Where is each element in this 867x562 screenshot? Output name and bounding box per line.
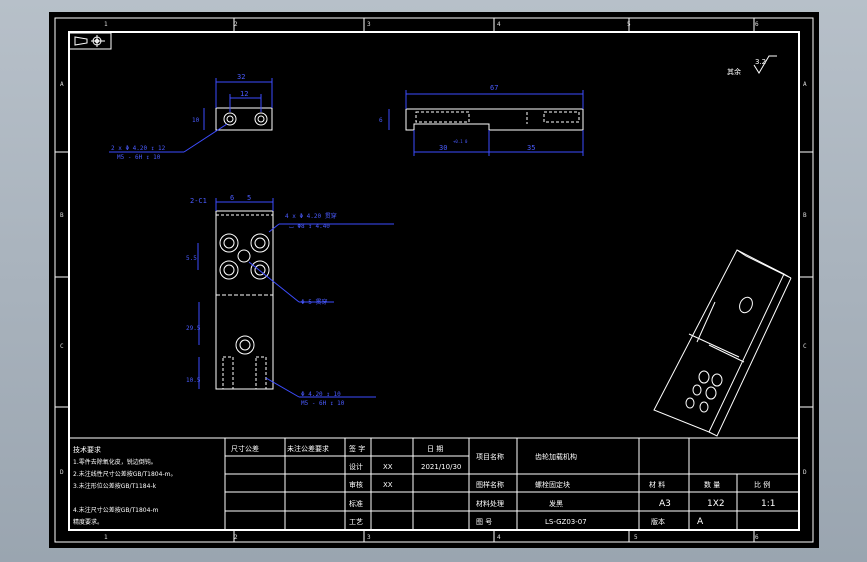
zone-col-4: 4 — [497, 21, 501, 28]
dim-top-width: 32 — [237, 73, 245, 81]
front-bottom-note-2: M5 - 6H ↧ 10 — [301, 400, 345, 407]
isometric-view — [653, 249, 792, 437]
dim-side-30: 30 — [439, 144, 447, 152]
tb-size-label: 尺寸公差 — [231, 444, 259, 453]
tb-part-value[interactable]: 螺栓固定块 — [535, 480, 570, 489]
inner-frame — [68, 31, 800, 531]
zone-ticks — [55, 18, 813, 542]
tb-mat-col-label: 材 料 — [649, 480, 665, 489]
zone-row-a: A — [60, 81, 64, 88]
tb-scale-value[interactable]: 1:1 — [761, 499, 775, 509]
notes-line-6: 精度要求。 — [73, 518, 103, 526]
tb-ver-value[interactable]: A — [697, 517, 704, 527]
front-view — [197, 198, 394, 398]
dim-front-chamfer: 2-C1 — [190, 197, 207, 205]
dim-side-length: 67 — [490, 84, 498, 92]
zone-col-5-bottom: 5 — [634, 534, 638, 541]
tb-qty-label: 数 量 — [704, 480, 720, 489]
tb-scale-label: 比 例 — [754, 480, 770, 489]
zone-col-2-bottom: 2 — [234, 534, 238, 541]
tb-no-value[interactable]: LS-GZ03-07 — [545, 518, 587, 526]
side-view — [388, 90, 584, 156]
projection-symbol-icon — [68, 32, 112, 50]
dim-side-35: 35 — [527, 144, 535, 152]
zone-col-6-bottom: 6 — [755, 534, 759, 541]
front-hole-note: Φ 5 贯穿 — [301, 298, 327, 306]
tb-process-label: 标准 — [349, 499, 363, 508]
notes-line-5: 4.未注尺寸公差按GB/T1804-m — [73, 506, 159, 514]
dim-front-10-5: 10.5 — [186, 377, 201, 384]
zone-row-b-right: B — [803, 212, 807, 219]
tb-ver-label: 版本 — [651, 517, 665, 526]
tb-no-label: 图 号 — [476, 518, 492, 526]
top-view — [109, 78, 273, 153]
tb-class-label: 未注公差要求 — [287, 444, 329, 453]
tb-check-label: 审核 — [349, 480, 363, 489]
tb-check-by[interactable]: XX — [383, 481, 393, 489]
zone-row-a-right: A — [803, 81, 807, 88]
zone-col-2: 2 — [234, 21, 238, 28]
notes-line-3: 3.未注形位公差按GB/T1184-k — [73, 482, 157, 490]
zone-col-3-bottom: 3 — [367, 534, 371, 541]
tb-design-by[interactable]: XX — [383, 463, 393, 471]
dim-front-29-5: 29.5 — [186, 325, 201, 332]
zone-col-4-bottom: 4 — [497, 534, 501, 541]
tb-qty-value[interactable]: 1X2 — [707, 499, 725, 509]
zone-row-c: C — [60, 343, 64, 350]
tb-sign-label: 签 字 — [349, 444, 365, 453]
tb-proj-label: 项目名称 — [476, 452, 504, 461]
zone-col-6: 6 — [755, 21, 759, 28]
tb-proj-value[interactable]: 齿轮加载机构 — [535, 452, 577, 461]
front-bottom-note-1: Φ 4.20 ↧ 10 — [301, 391, 341, 398]
drawing-sheet[interactable]: 1 2 3 4 5 6 1 2 3 4 5 6 A B C D A B C D … — [49, 12, 819, 548]
top-hole-note-1: 2 x Φ 4.20 ↧ 12 — [111, 145, 166, 152]
dim-top-pitch: 12 — [240, 90, 248, 98]
dim-front-5-5: 5.5 — [186, 255, 197, 262]
dim-front-5: 5 — [247, 194, 251, 202]
zone-col-1-bottom: 1 — [104, 534, 108, 541]
roughness-value: 3.2 — [755, 58, 766, 66]
top-hole-note-2: M5 - 6H ↧ 10 — [117, 154, 161, 161]
tb-mat-label: 材料处理 — [476, 499, 504, 508]
zone-row-c-right: C — [803, 343, 807, 350]
tb-design-label: 设计 — [349, 462, 363, 471]
tb-part-label: 图样名称 — [476, 480, 504, 489]
zone-col-5: 5 — [627, 21, 631, 28]
zone-col-3: 3 — [367, 21, 371, 28]
title-block-lines — [69, 437, 799, 530]
roughness-label: 其余 — [727, 67, 741, 76]
zone-row-b: B — [60, 212, 64, 219]
tb-mat-value[interactable]: 发黑 — [549, 499, 563, 508]
drawing-canvas: 1 2 3 4 5 6 1 2 3 4 5 6 A B C D A B C D … — [54, 17, 814, 543]
tb-design-date[interactable]: 2021/10/30 — [421, 463, 461, 471]
roughness-symbol-icon — [753, 55, 777, 74]
notes-line-1: 1.零件去除氧化皮，锐边倒钝。 — [73, 458, 157, 466]
tb-approve-label: 工艺 — [349, 518, 363, 526]
tb-sheet-size[interactable]: A3 — [659, 499, 671, 509]
zone-col-1: 1 — [104, 21, 108, 28]
front-note-1: 4 x Φ 4.20 贯穿 — [285, 212, 337, 220]
front-note-2: ⌴ Φ8 ↧ 4.40 — [289, 223, 330, 230]
dim-side-tolerance: +0.1 0 — [453, 139, 468, 144]
notes-title: 技术要求 — [73, 445, 101, 454]
outer-frame — [54, 17, 814, 543]
notes-line-2: 2.未注线性尺寸公差按GB/T1804-m。 — [73, 470, 176, 478]
dim-side-height: 6 — [379, 117, 383, 124]
zone-row-d: D — [60, 469, 64, 476]
dim-top-height: 10 — [192, 117, 200, 124]
tb-date-label: 日 期 — [427, 445, 443, 453]
dim-front-6: 6 — [230, 194, 234, 202]
zone-row-d-right: D — [803, 469, 807, 476]
